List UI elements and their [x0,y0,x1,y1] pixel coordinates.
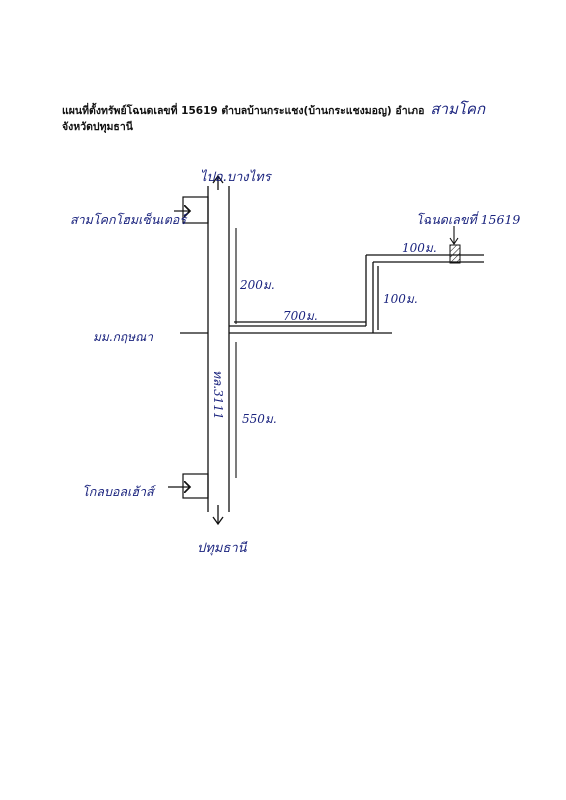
north-label: ไปอ.บางไทร [200,169,273,185]
header-handwritten-district: สามโคก [430,100,486,118]
document-header: แผนที่ตั้งทรัพย์โฉนดเลขที่ 15619 ตำบลบ้า… [62,97,532,136]
dist-side-label: 100ม. [383,292,418,306]
landmark-bottom-marker [168,473,209,499]
header-line-2: จังหวัดปทุมธานี [62,118,532,136]
landmark-top-label: สามโคกโฮมเซ็นเตอร์ [70,212,189,227]
dist-upper-label: 100ม. [402,241,437,255]
main-road [207,174,230,526]
dist-south-label: 550ม. [242,412,277,426]
dist-north-label: 200ม. [239,278,275,292]
plot-marker [449,226,461,264]
south-label: ปทุมธานี [197,540,248,556]
header-line-1: แผนที่ตั้งทรัพย์โฉนดเลขที่ 15619 ตำบลบ้า… [62,97,532,118]
road-label: ทล.3111 [211,370,225,420]
dist-east-label: 700ม. [283,309,318,323]
landmark-top-marker [174,196,209,224]
header-province: จังหวัดปทุมธานี [62,121,133,133]
landmark-bottom-label: โกลบอลเฮ้าส์ [82,484,157,499]
plot-label: โฉนดเลขที่ 15619 [416,211,520,227]
header-printed-text: แผนที่ตั้งทรัพย์โฉนดเลขที่ 15619 ตำบลบ้า… [62,105,425,117]
junction-label: มม.กฤษณา [93,330,154,344]
junction-street [180,254,484,334]
